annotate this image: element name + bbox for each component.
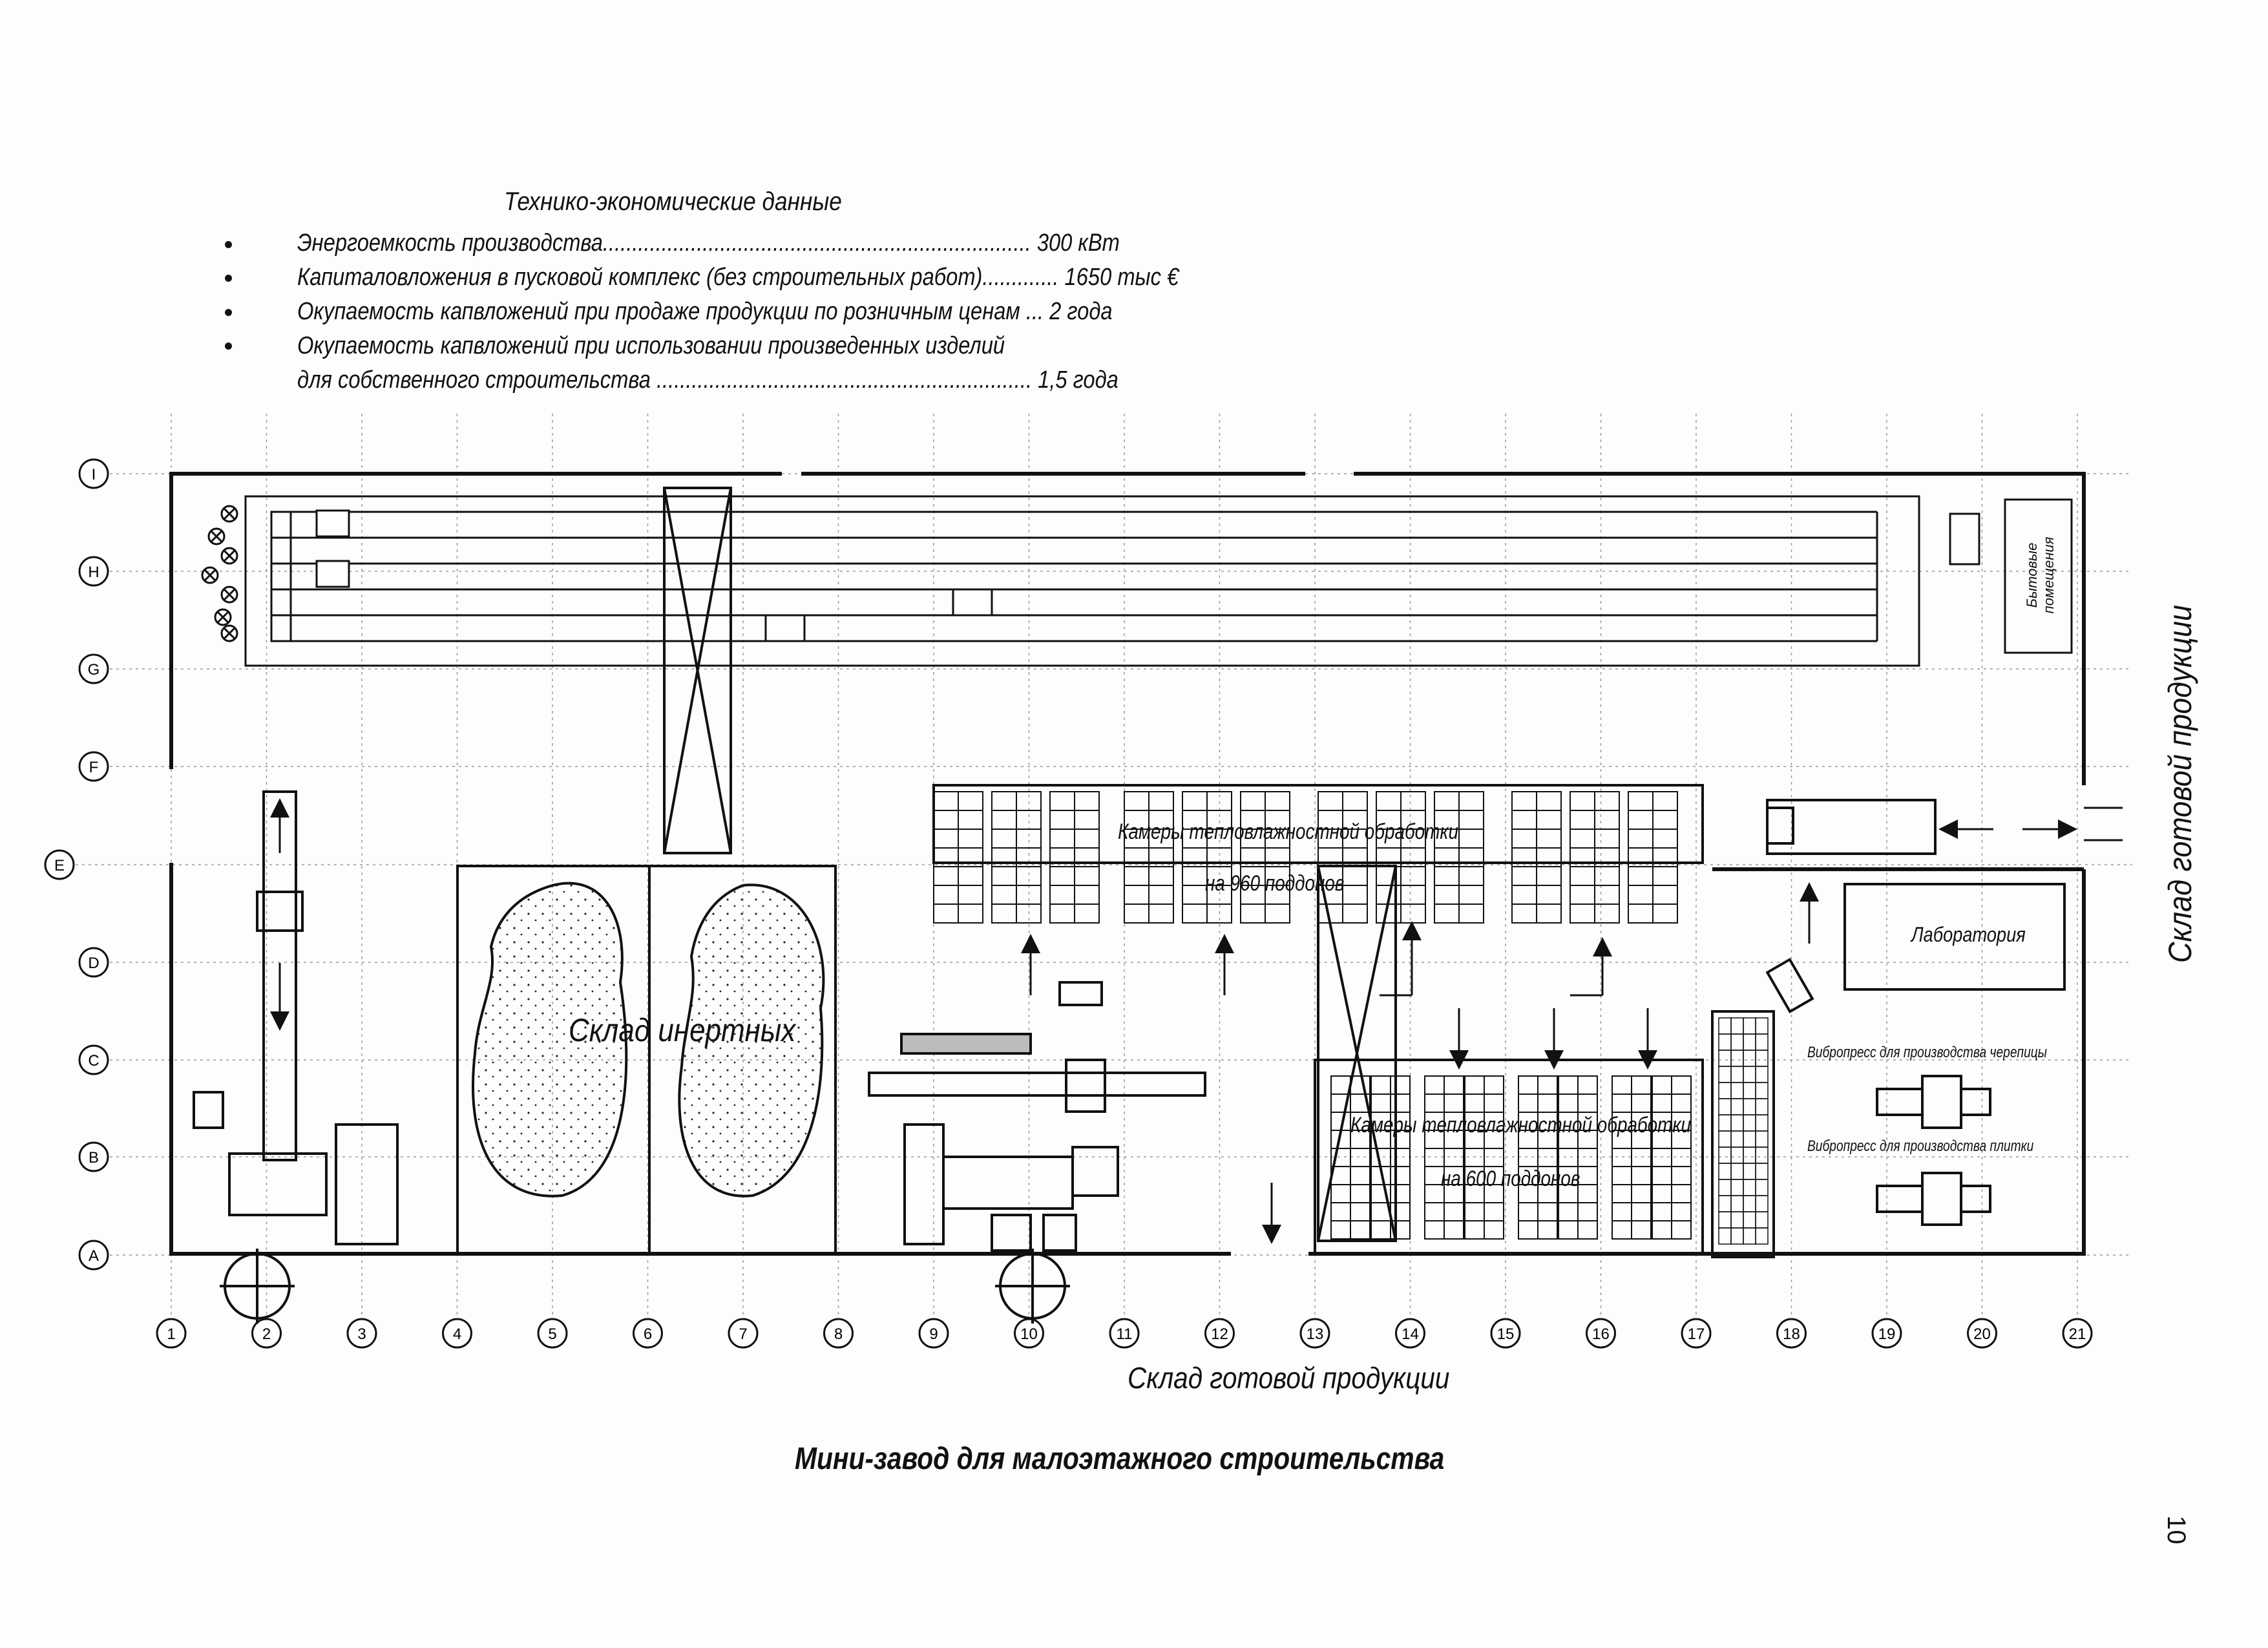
column-axis-marker: 7 <box>728 1318 759 1349</box>
svg-text:H: H <box>88 564 99 581</box>
svg-text:7: 7 <box>739 1326 747 1343</box>
spec-energy: Энергоемкость производства..............… <box>297 229 1120 257</box>
column-axis-marker: 3 <box>346 1318 377 1349</box>
carts-upper <box>315 509 993 642</box>
svg-text:11: 11 <box>1117 1326 1133 1343</box>
transfer-shaft <box>663 487 732 854</box>
column-axis-marker: 9 <box>918 1318 949 1349</box>
warehouse-right-label: Склад готовой продукции <box>2162 604 2198 963</box>
conveyor-left <box>193 790 399 1324</box>
svg-text:21: 21 <box>2069 1326 2086 1343</box>
row-axis-marker: I <box>78 458 109 489</box>
column-axis-marker: 21 <box>2062 1318 2093 1349</box>
column-axis-marker: 12 <box>1204 1318 1235 1349</box>
column-axis-marker: 20 <box>1967 1318 1997 1349</box>
column-axis-marker: 1 <box>156 1318 187 1349</box>
vibropress-tile-label: Вибропресс для производства плитки <box>1807 1137 2034 1155</box>
production-line-upper <box>244 495 1920 667</box>
column-axis-marker: 16 <box>1586 1318 1616 1349</box>
svg-text:13: 13 <box>1307 1326 1324 1343</box>
svg-text:8: 8 <box>834 1326 843 1343</box>
column-axis-marker: 17 <box>1681 1318 1712 1349</box>
column-axis-marker: 18 <box>1776 1318 1807 1349</box>
spec-payback-own-l2: для собственного строительства .........… <box>297 366 1118 394</box>
svg-text:9: 9 <box>929 1326 938 1343</box>
page-number: 10 <box>2162 1516 2190 1545</box>
mixer-units-left <box>201 505 238 642</box>
spec-capital: Капиталовложения в пусковой комплекс (бе… <box>297 264 1179 291</box>
column-axis-marker: 6 <box>633 1318 663 1349</box>
svg-text:5: 5 <box>548 1326 556 1343</box>
svg-text:14: 14 <box>1402 1326 1419 1343</box>
svg-text:10: 10 <box>1020 1326 1038 1343</box>
row-axis-marker: B <box>78 1141 109 1172</box>
axis-grid <box>76 414 2132 1318</box>
bullet-icon <box>225 343 232 350</box>
column-axis-marker: 4 <box>442 1318 472 1349</box>
row-axis-marker: C <box>78 1044 109 1075</box>
laboratory-label: Лаборатория <box>1911 923 2026 946</box>
svg-text:A: A <box>89 1247 99 1265</box>
column-axis-marker: 2 <box>251 1318 282 1349</box>
household-room <box>1949 498 2073 654</box>
column-axis-marker: 15 <box>1490 1318 1521 1349</box>
svg-text:12: 12 <box>1211 1326 1228 1343</box>
svg-text:I: I <box>92 466 96 483</box>
lab-grid-rack <box>1718 1017 1769 1245</box>
chambers-600-label-l1: Камеры тепловлажностной обработки <box>1350 1113 1692 1137</box>
spec-payback-own-l1: Окупаемость капвложений при использовани… <box>297 332 1005 359</box>
row-axis-marker: D <box>78 947 109 978</box>
equipment-middle <box>868 981 1206 1324</box>
chambers-960-label-l2: на 960 поддонов <box>1205 871 1345 896</box>
column-axis-marker: 14 <box>1395 1318 1425 1349</box>
arrows-chambers <box>1380 882 1819 1070</box>
svg-text:17: 17 <box>1688 1326 1705 1343</box>
chambers-960-label-l1: Камеры тепловлажностной обработки <box>1118 819 1459 844</box>
svg-text:E: E <box>54 857 65 874</box>
row-axis-marker: E <box>44 849 75 880</box>
bullet-icon <box>225 275 232 282</box>
svg-text:1: 1 <box>167 1326 175 1343</box>
svg-text:F: F <box>89 759 99 776</box>
household-label: Бытовые помещения <box>2024 536 2057 614</box>
row-axis-marker: A <box>78 1240 109 1271</box>
column-axis-marker: 19 <box>1871 1318 1902 1349</box>
row-axis-marker: G <box>78 653 109 684</box>
warehouse-bottom-label: Склад готовой продукции <box>1128 1361 1450 1395</box>
svg-text:D: D <box>88 955 99 972</box>
svg-text:B: B <box>89 1149 99 1167</box>
bullet-icon <box>225 241 232 248</box>
svg-text:15: 15 <box>1497 1326 1515 1343</box>
svg-text:20: 20 <box>1973 1326 1991 1343</box>
lab-and-presses <box>1711 799 2066 1258</box>
chambers-600-label-l2: на 600 поддонов <box>1441 1167 1580 1191</box>
column-axis-marker: 5 <box>537 1318 568 1349</box>
bullet-icon <box>225 309 232 316</box>
vibropress-roof-label: Вибропресс для производства черепицы <box>1807 1044 2047 1061</box>
column-axis-marker: 8 <box>823 1318 854 1349</box>
svg-text:G: G <box>88 661 100 679</box>
svg-text:19: 19 <box>1878 1326 1896 1343</box>
specs-title: Технико-экономические данные <box>504 187 842 216</box>
svg-text:16: 16 <box>1592 1326 1610 1343</box>
svg-text:2: 2 <box>262 1326 271 1343</box>
column-axis-marker: 13 <box>1299 1318 1330 1349</box>
inert-warehouse <box>456 865 837 1255</box>
row-axis-marker: H <box>78 556 109 587</box>
svg-text:3: 3 <box>357 1326 366 1343</box>
svg-text:4: 4 <box>453 1326 461 1343</box>
svg-text:C: C <box>88 1052 99 1070</box>
chambers-frame <box>932 784 1704 1255</box>
inert-warehouse-label: Склад инертных <box>569 1012 796 1048</box>
column-axis-marker: 11 <box>1109 1318 1140 1349</box>
page-title: Мини-завод для малоэтажного строительств… <box>795 1442 1445 1476</box>
row-axis-marker: F <box>78 751 109 782</box>
column-axis-marker: 10 <box>1014 1318 1044 1349</box>
svg-text:18: 18 <box>1783 1326 1800 1343</box>
spec-payback-retail: Окупаемость капвложений при продаже прод… <box>297 298 1113 325</box>
svg-text:6: 6 <box>644 1326 652 1343</box>
